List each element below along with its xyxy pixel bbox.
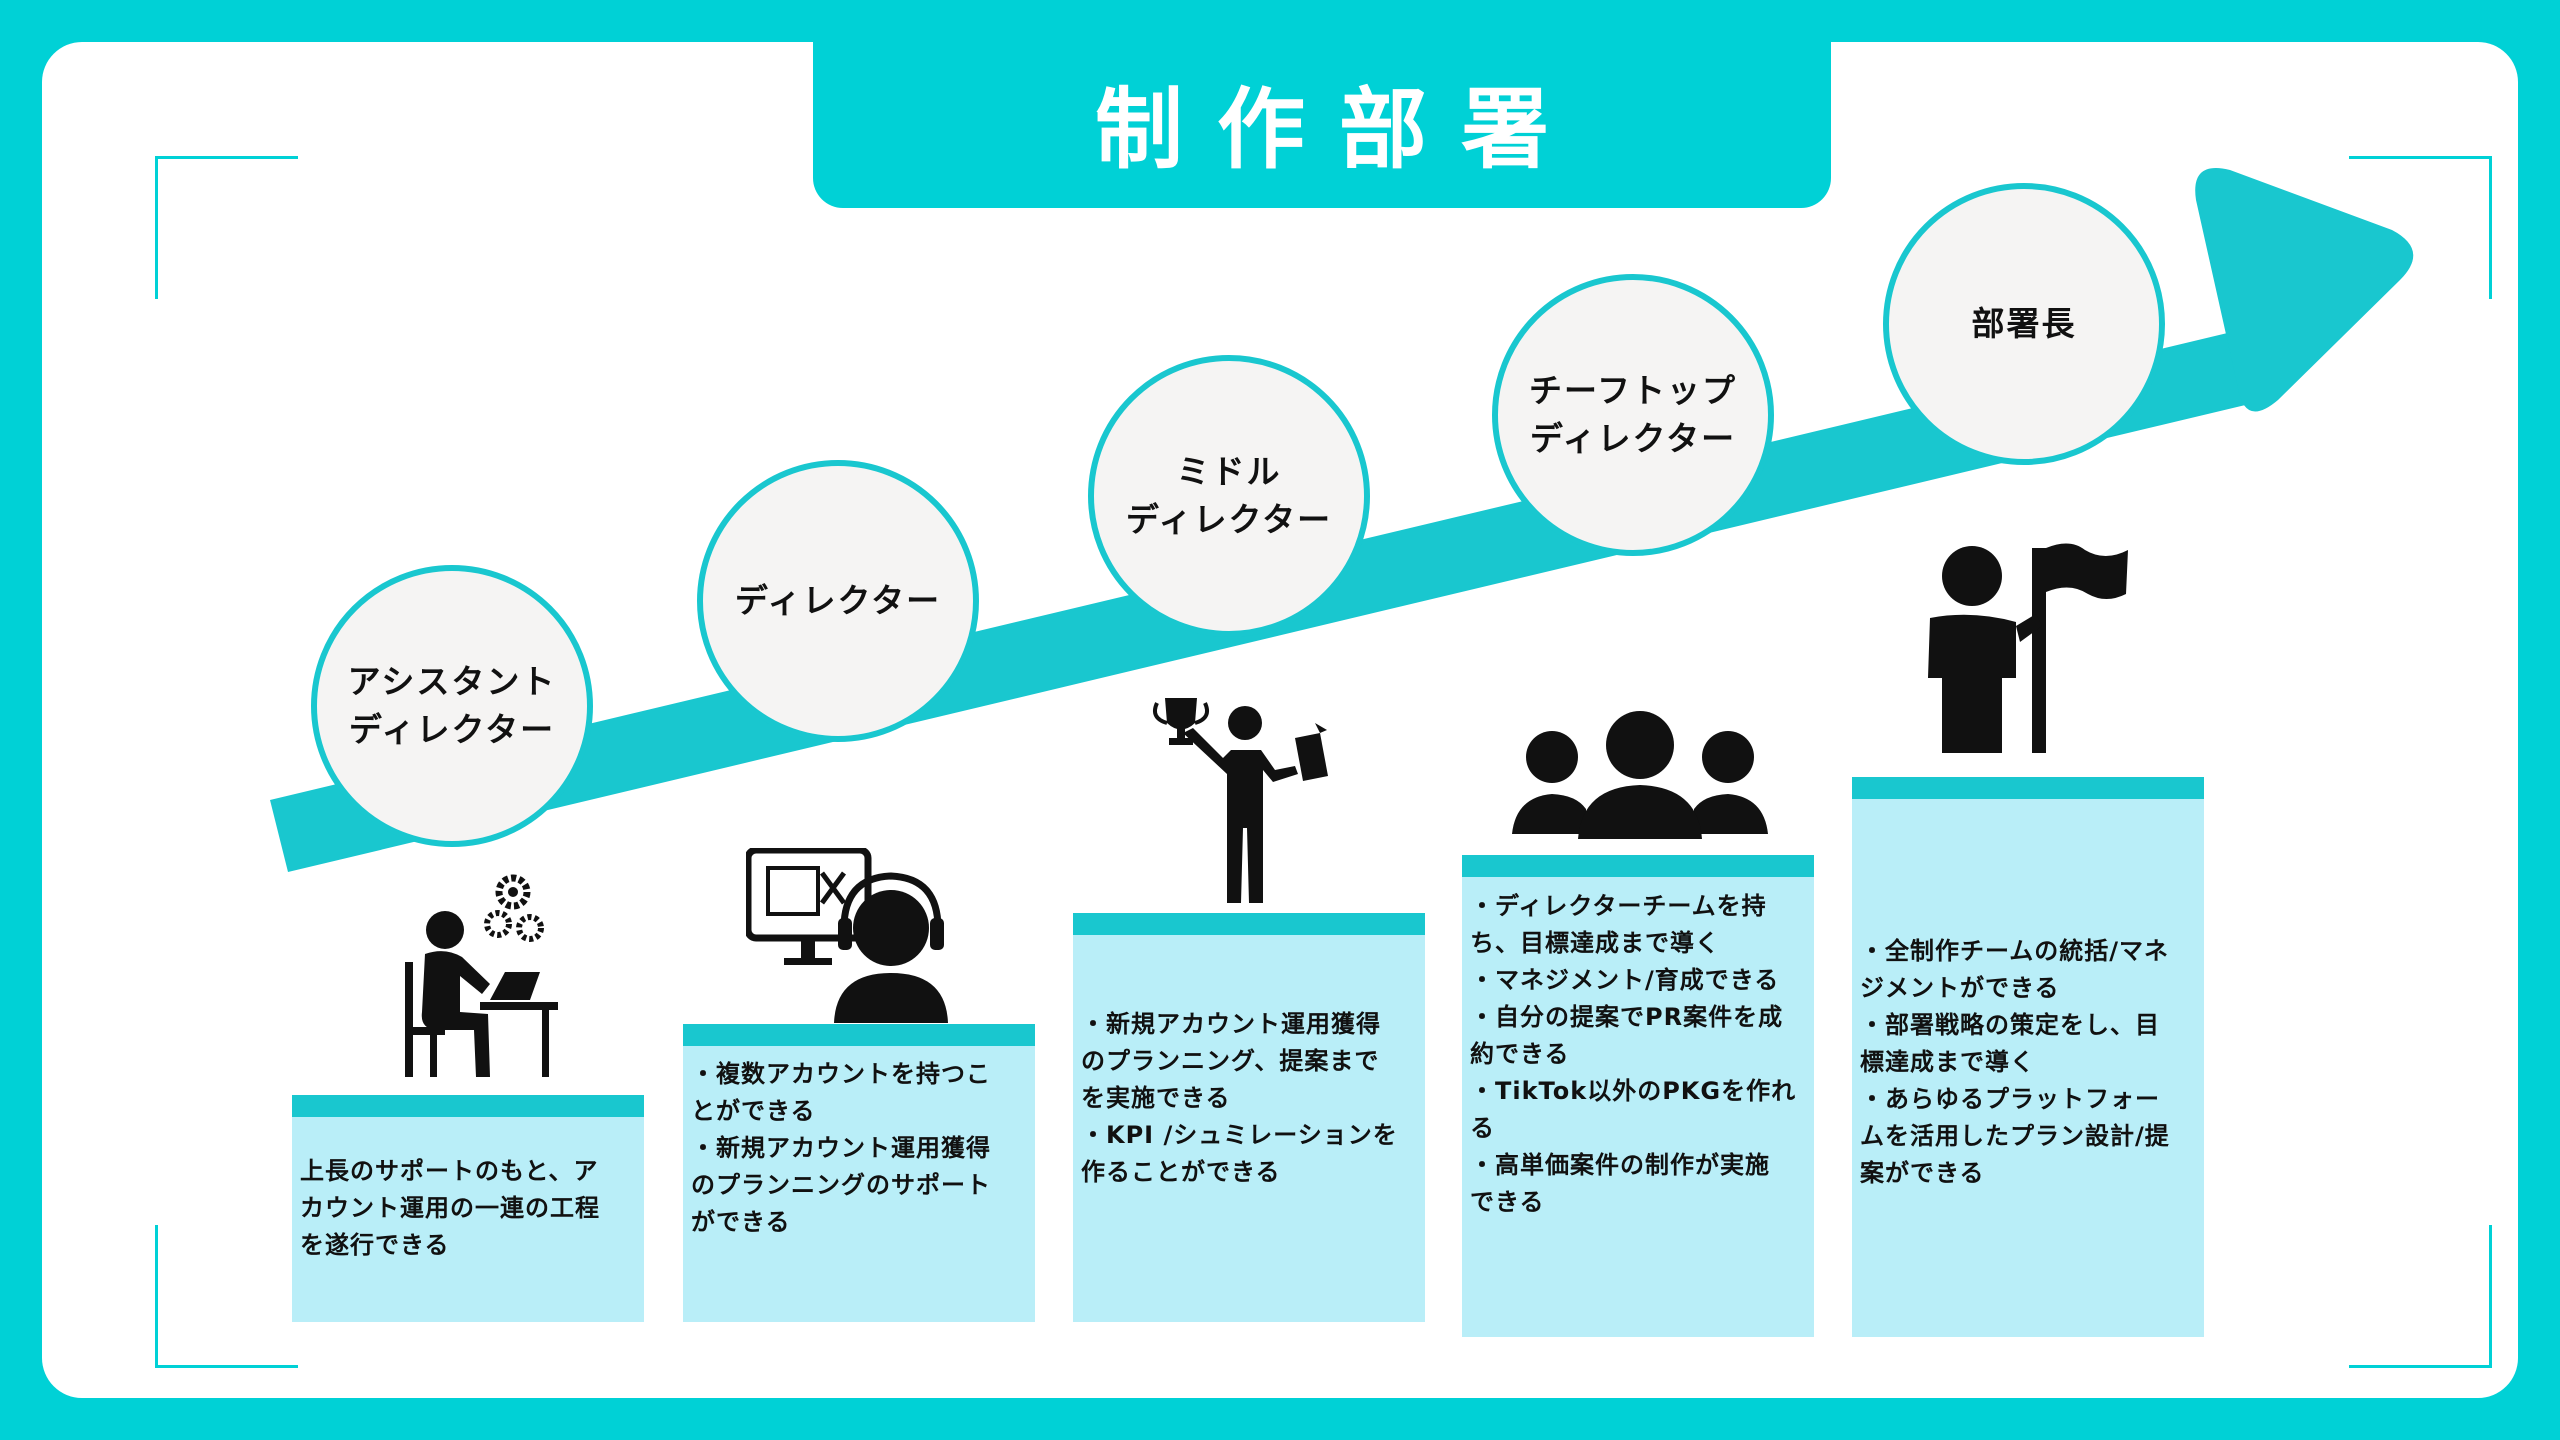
step-box-5: ・全制作チームの統括/マネ ジメントができる ・部署戦略の策定をし、目 標達成ま… xyxy=(1852,777,2204,1337)
step-4-description: ・ディレクターチームを持 ち、目標達成まで導く ・マネジメント/育成できる ・自… xyxy=(1470,892,1797,1216)
step-circle-2: ディレクター xyxy=(697,460,979,742)
step-box-4: ・ディレクターチームを持 ち、目標達成まで導く ・マネジメント/育成できる ・自… xyxy=(1462,855,1814,1337)
step-circle-1: アシスタント ディレクター xyxy=(311,565,593,847)
step-2-description: ・複数アカウントを持つこ とができる ・新規アカウント運用獲得 のプランニングの… xyxy=(691,1060,991,1236)
step-box-3: ・新規アカウント運用獲得 のプランニング、提案まで を実施できる ・KPI /シ… xyxy=(1073,913,1425,1322)
corner-bracket-bottom-right xyxy=(2349,1225,2492,1368)
title-tab: 制作部署 xyxy=(813,42,1831,208)
step-1-description: 上長のサポートのもと、ア カウント運用の一連の工程 を遂行できる xyxy=(300,1157,600,1259)
person-at-desk-gears-icon xyxy=(405,874,558,1077)
person-with-flag-icon xyxy=(1928,543,2128,753)
step-box-4-band xyxy=(1462,855,1814,877)
step-3-description: ・新規アカウント運用獲得 のプランニング、提案まで を実施できる ・KPI /シ… xyxy=(1081,1010,1398,1186)
corner-bracket-top-right xyxy=(2349,156,2492,299)
step-box-5-band xyxy=(1852,777,2204,799)
corner-bracket-top-left xyxy=(155,156,298,299)
headset-monitor-editing-icon xyxy=(746,848,948,1023)
step-box-2-band xyxy=(683,1024,1035,1046)
person-trophy-document-icon xyxy=(1153,698,1328,903)
step-4-role: チーフトップ ディレクター xyxy=(1528,371,1738,458)
step-box-1-band xyxy=(292,1095,644,1117)
corner-bracket-bottom-left xyxy=(155,1225,298,1368)
step-box-2: ・複数アカウントを持つこ とができる ・新規アカウント運用獲得 のプランニングの… xyxy=(683,1024,1035,1322)
step-5-role: 部署長 xyxy=(1971,304,2077,344)
step-circle-4: チーフトップ ディレクター xyxy=(1492,274,1774,556)
step-1-role: アシスタント ディレクター xyxy=(347,662,557,749)
step-2-role: ディレクター xyxy=(734,581,942,621)
step-circle-5: 部署長 xyxy=(1883,183,2165,465)
team-group-icon xyxy=(1512,711,1768,839)
step-3-role: ミドル ディレクター xyxy=(1125,452,1333,539)
step-box-3-band xyxy=(1073,913,1425,935)
step-box-1: 上長のサポートのもと、ア カウント運用の一連の工程 を遂行できる xyxy=(292,1095,644,1322)
step-5-description: ・全制作チームの統括/マネ ジメントができる ・部署戦略の策定をし、目 標達成ま… xyxy=(1860,937,2170,1187)
step-circle-3: ミドル ディレクター xyxy=(1088,355,1370,637)
page-title: 制作部署 xyxy=(1094,77,1583,181)
